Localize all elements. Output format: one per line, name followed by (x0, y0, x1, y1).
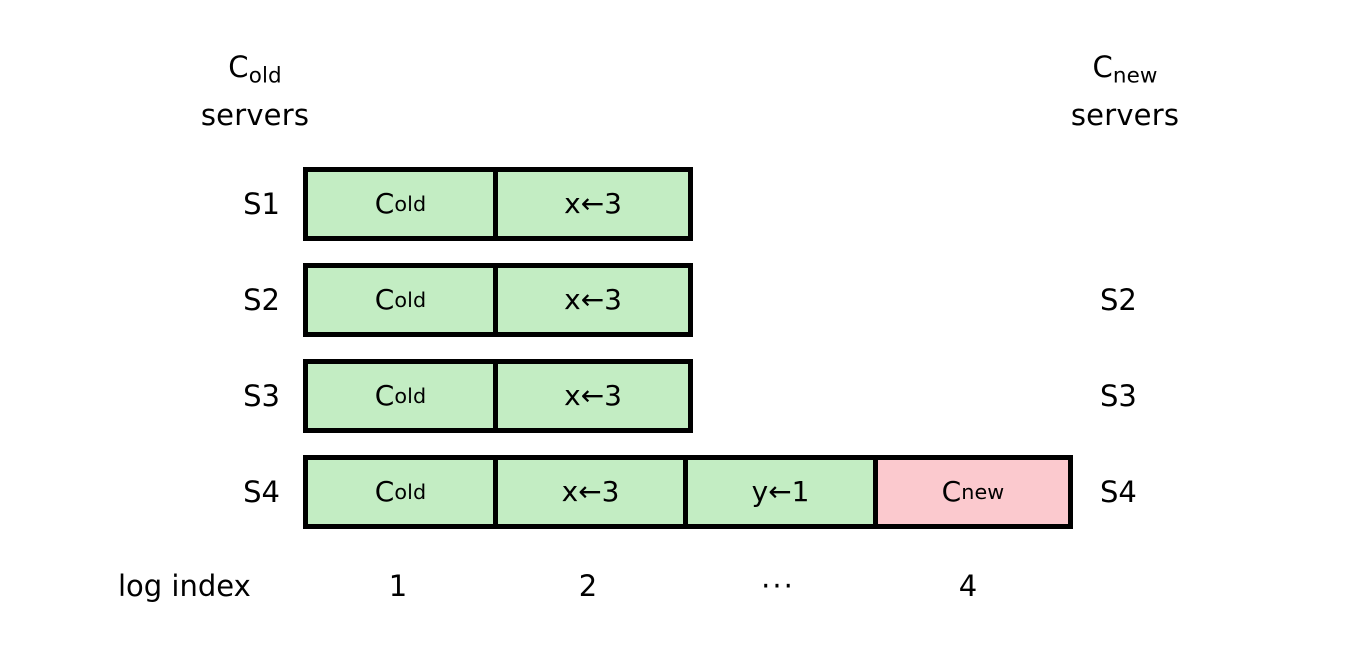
server-label-right: S2 (1100, 283, 1137, 317)
log-entry: x←3 (498, 172, 688, 236)
log-entry-base: C (941, 475, 962, 508)
log-entry-text: y←1 (751, 475, 810, 508)
header-cold-label: Cold (130, 48, 380, 96)
axis-tick: 2 (578, 569, 598, 603)
log-entry: y←1 (688, 460, 878, 524)
server-label-right: S4 (1100, 475, 1137, 509)
header-cnew-base: C (1092, 50, 1113, 84)
log-entry-subscript: old (394, 287, 427, 312)
server-label-right: S3 (1100, 379, 1137, 413)
header-cold-subscript: old (248, 63, 282, 89)
axis-tick: 1 (388, 569, 408, 603)
server-label-left: S1 (243, 187, 280, 221)
server-label-left: S4 (243, 475, 280, 509)
server-label-left: S3 (243, 379, 280, 413)
axis-tick: 4 (958, 569, 978, 603)
header-cnew-label: Cnew (1000, 48, 1250, 96)
log-entry-text: x←3 (564, 379, 622, 412)
log-entry-subscript: old (394, 479, 427, 504)
log-entry-subscript: old (394, 191, 427, 216)
axis-label-log-index: log index (118, 569, 251, 603)
column-header-cold-servers: Cold servers (130, 48, 380, 134)
log-entry: x←3 (498, 364, 688, 428)
column-header-cnew-servers: Cnew servers (1000, 48, 1250, 134)
log-entry-text: x←3 (564, 187, 622, 220)
log-entry-subscript: old (394, 383, 427, 408)
server-label-right (1100, 167, 1170, 241)
log-entry-text: x←3 (561, 475, 620, 508)
log-entry: x←3 (498, 268, 688, 332)
header-cnew-servers-line: servers (1070, 97, 1180, 132)
log-entry-base: C (374, 475, 395, 508)
axis-tick-ellipsis: ··· (761, 569, 795, 603)
header-cnew-subscript: new (1112, 63, 1158, 89)
log-entry-subscript: new (961, 479, 1005, 504)
header-cold-base: C (228, 50, 249, 84)
header-cold-servers-line: servers (200, 97, 310, 132)
log-entry-base: C (374, 283, 395, 316)
log-entry: x←3 (498, 460, 688, 524)
log-entry-base: C (374, 187, 395, 220)
server-label-left: S2 (243, 283, 280, 317)
log-entry-base: C (374, 379, 395, 412)
log-entry-text: x←3 (564, 283, 622, 316)
